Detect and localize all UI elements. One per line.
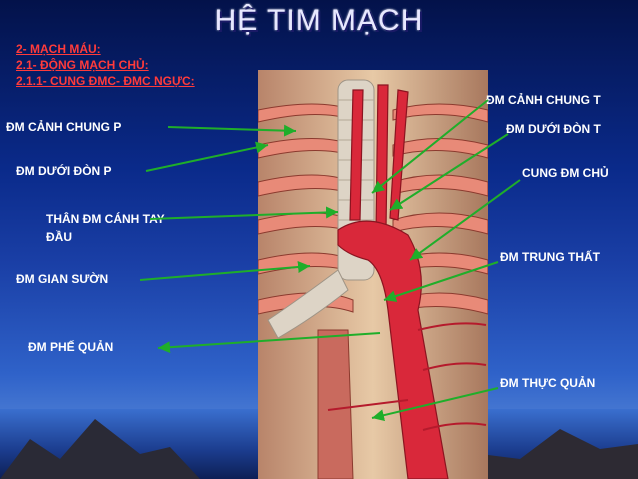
heart-vessels-illustration [258,70,488,479]
subheading-mach-mau: 2- MẠCH MÁU: [16,42,101,56]
arrow-than-canh-tay-dau [149,206,339,220]
arrow-gian-suon [139,261,311,281]
label-dm-trung-that: ĐM TRUNG THẤT [500,250,600,264]
subheading-dong-mach-chu: 2.1- ĐỘNG MẠCH CHỦ: [16,58,149,72]
label-dm-canh-chung-p: ĐM CẢNH CHUNG P [6,120,122,134]
label-dm-canh-chung-t: ĐM CẢNH CHUNG T [486,93,601,107]
arrow-trung-that [383,261,499,302]
subheading-cung-dmc: 2.1.1- CUNG ĐMC- ĐMC NGỰC: [16,74,195,88]
label-cung-dm-chu: CUNG ĐM CHỦ [522,166,609,180]
arrow-canh-chung-t [371,99,489,194]
arrow-duoi-don-p [145,141,269,172]
arrow-canh-chung-p [167,124,297,137]
arrow-phe-quan [157,332,381,354]
slide-title: HỆ TIM MẠCH [214,4,424,37]
label-dm-phe-quan: ĐM PHẾ QUẢN [28,340,114,354]
arrow-thuc-quan [371,387,499,422]
label-dm-thuc-quan: ĐM THỰC QUẢN [500,376,596,390]
arrow-cung-dm-chu [409,179,521,261]
label-dm-duoi-don-t: ĐM DƯỚI ĐÒN T [506,122,601,136]
label-dm-gian-suon: ĐM GIAN SƯỜN [16,272,109,286]
mountains-background [0,419,638,479]
label-than-dm-canh-tay-dau: THÂN ĐM CÁNH TAY ĐẦU [46,212,165,244]
arrow-duoi-don-t [389,133,509,211]
label-dm-duoi-don-p: ĐM DƯỚI ĐÒN P [16,164,112,178]
